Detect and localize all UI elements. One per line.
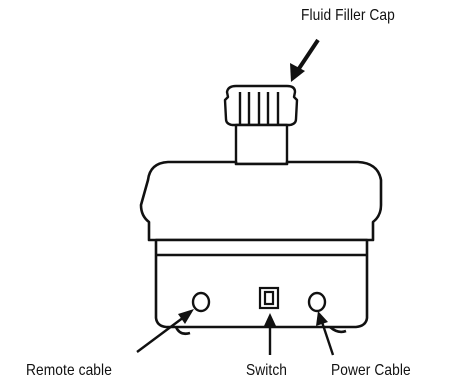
fluid-filler-cap-label: Fluid Filler Cap [301, 7, 395, 24]
power-cable-port [307, 291, 327, 313]
arrow-switch [264, 313, 276, 355]
arrow-remote-cable [136, 309, 194, 353]
power-switch [258, 286, 280, 310]
switch-label: Switch [246, 362, 288, 379]
remote-cable-label: Remote cable [26, 362, 112, 379]
filler-cap [223, 84, 299, 166]
power-cable-label: Power Cable [331, 362, 411, 379]
arrow-power-cable [316, 311, 335, 356]
arrow-fluid-filler-cap [290, 38, 320, 82]
remote-cable-port [191, 291, 211, 313]
